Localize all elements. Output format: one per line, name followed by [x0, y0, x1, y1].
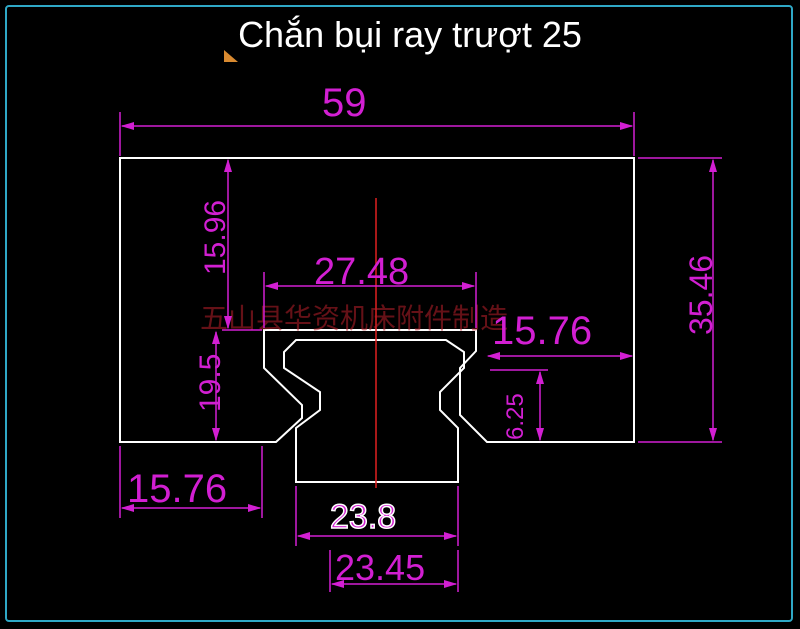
dim-rail-bottom — [329, 550, 459, 592]
dim-left-shoulder — [119, 446, 263, 518]
dim-label-overall-height: 35.46 — [683, 255, 719, 335]
dim-rail-width — [295, 486, 459, 546]
drawing-title: Chắn bụi ray trượt 25 — [238, 14, 582, 55]
dust-cover-outline — [119, 157, 635, 443]
dim-label-slot-depth: 19.5 — [194, 354, 227, 412]
dim-label-lower-step: 6.25 — [502, 393, 529, 440]
dim-label-right-shoulder: 15.76 — [492, 309, 592, 353]
dim-top-to-slot — [222, 158, 262, 331]
dim-overall-height — [638, 157, 722, 443]
dim-label-top-to-slot: 15.96 — [199, 200, 232, 275]
dim-overall-width — [119, 112, 635, 156]
dim-label-rail-bottom: 23.45 — [335, 547, 425, 588]
dim-lower-step — [490, 369, 548, 442]
dim-label-left-shoulder: 15.76 — [127, 467, 227, 511]
dim-slot-width — [263, 272, 477, 328]
dim-label-slot-width: 27.48 — [314, 251, 409, 293]
rail-profile — [283, 339, 465, 483]
dim-label-overall-width: 59 — [322, 81, 367, 125]
border-frame — [5, 5, 793, 622]
dim-label-rail-width: 23.8 — [330, 498, 396, 536]
